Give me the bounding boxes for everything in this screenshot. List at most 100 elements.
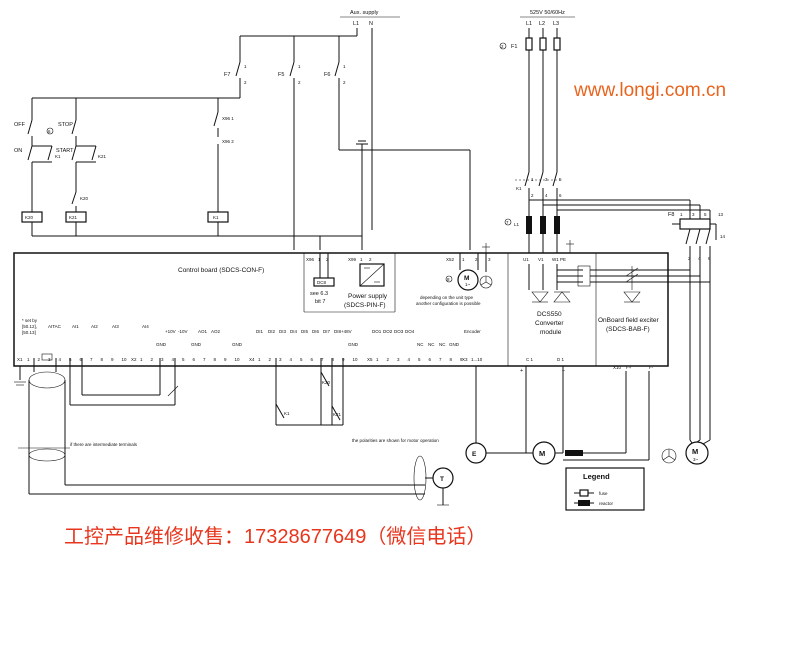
svg-text:3: 3 <box>545 177 548 182</box>
fan-motor <box>457 269 479 291</box>
motors: M M 3~ <box>525 366 711 465</box>
svg-text:4: 4 <box>545 193 548 198</box>
phase-l3-label: L3 <box>553 21 559 27</box>
terminal-number: 2 <box>38 357 41 362</box>
see-6-3-label: see 6.3 <box>310 291 328 297</box>
watermark-url[interactable]: www.longi.com.cn <box>574 80 727 101</box>
thyristor-1 <box>531 291 549 303</box>
onboard-field-exciter-sub: (SDCS-BAB-F) <box>606 326 650 333</box>
fuse-f1-label: F1 <box>511 44 517 50</box>
terminal-number: 3 <box>48 357 51 362</box>
c1-terminal-label: C 1 <box>526 357 534 362</box>
svg-text:1~: 1~ <box>465 282 471 287</box>
x96-2-label: X96 2 <box>222 139 234 144</box>
di4-label: DI4 <box>290 329 298 334</box>
gnd-label-1: GND <box>156 342 167 347</box>
svg-text:3~: 3~ <box>693 457 699 462</box>
terminal-number: 6 <box>80 357 83 362</box>
svg-text:E: E <box>472 451 477 458</box>
k1-contact-label: K1 <box>55 154 61 159</box>
di1-label: DI1 <box>256 329 264 334</box>
terminal-number: 7 <box>203 357 206 362</box>
di2-label: DI2 <box>268 329 276 334</box>
ref-7-marker: 7 <box>506 220 509 225</box>
armature-plus: + <box>520 368 523 374</box>
ao1-label: AO1 <box>198 329 208 334</box>
terminal-number: 3 <box>279 357 282 362</box>
svg-text:1: 1 <box>360 257 363 262</box>
dc8-box <box>313 277 335 287</box>
do2-label: DO2 <box>383 329 393 334</box>
svg-text:2: 2 <box>298 80 301 85</box>
terminal-number: 9 <box>111 357 114 362</box>
terminal-number: 6 <box>429 357 432 362</box>
fuse-f5-label: F5 <box>278 72 284 78</box>
terminal-v1: V1 <box>538 257 544 262</box>
svg-text:1: 1 <box>531 177 534 182</box>
di8-label: DI8 <box>334 329 342 334</box>
k21-contact-label: K21 <box>98 154 107 159</box>
control-board: Control board (SDCS-CON-F) X96 1 2 DC8 s… <box>13 243 710 374</box>
k20-di-contact: K20 <box>322 380 331 385</box>
di5-label: DI5 <box>301 329 309 334</box>
shield-ellipse-bottom <box>28 448 66 462</box>
reactor-l1-label: L1 <box>514 222 520 227</box>
terminal-number: 7 <box>90 357 93 362</box>
svg-text:2: 2 <box>244 80 247 85</box>
ref-2-marker <box>499 42 507 50</box>
legend-reactor-symbol <box>578 500 590 506</box>
di6-label: DI6 <box>312 329 320 334</box>
set-by-note-1: * set by <box>22 318 38 323</box>
fuse-f8-label: F8 <box>668 212 674 218</box>
svg-text:3: 3 <box>488 257 491 262</box>
fuse-f6-label: F6 <box>324 72 330 78</box>
legend-title: Legend <box>583 472 610 481</box>
svg-text:DC8: DC8 <box>317 280 326 285</box>
terminal-number: 9 <box>224 357 227 362</box>
svg-text:5: 5 <box>704 212 707 217</box>
terminal-number: 8 <box>450 357 453 362</box>
terminal-w1-pe: W1 PE <box>552 257 566 262</box>
x4-connector-label: X4 <box>249 357 255 362</box>
k1-di-contact: K1 <box>284 411 290 416</box>
terminal-number: 1 <box>376 357 379 362</box>
psu-subtitle: (SDCS-PIN-F) <box>344 302 386 309</box>
aux-supply-label: Aux. supply <box>350 10 379 16</box>
terminal-number: 10 <box>353 357 359 362</box>
svg-text:M: M <box>692 447 698 456</box>
terminal-number: 4 <box>290 357 293 362</box>
minus10v-label: -10V <box>178 329 188 334</box>
shield-ellipse-top <box>28 371 66 389</box>
do4-label: DO4 <box>405 329 415 334</box>
terminal-number: 2 <box>151 357 154 362</box>
terminal-number: 5 <box>300 357 303 362</box>
field-winding <box>565 450 583 456</box>
control-circuit: OFF 6 STOP ON K1 START K21 K20 K20 K21 X… <box>14 98 368 250</box>
ai3-label: AI3 <box>112 324 119 329</box>
main-supply: 525V 50/60Hz L1 L2 L3 2 F1 <box>499 10 575 172</box>
fan-note-line2: another configuration is possible <box>416 301 481 306</box>
encoder-label: Encoder <box>464 329 481 334</box>
fuse-f1-l3 <box>553 37 561 51</box>
gnd-label-3: GND <box>232 342 243 347</box>
nc-label-2: NC <box>428 342 435 347</box>
x1-connector-label: X1 <box>17 357 23 362</box>
thyristor-2 <box>553 291 571 303</box>
legend: Legend fuse reactor <box>565 467 645 511</box>
terminal-number: 4 <box>172 357 175 362</box>
legend-fuse-label: fuse <box>599 491 608 496</box>
k1-main-label: K1 <box>516 186 522 191</box>
tacho-resistor <box>41 353 53 361</box>
terminal-number: 6 <box>193 357 196 362</box>
svg-text:K21: K21 <box>69 215 78 220</box>
svg-text:T: T <box>440 476 444 483</box>
fuse-f1-l1 <box>525 37 533 51</box>
fuse-group: F7 1 2 F5 1 2 F6 1 2 <box>32 61 471 250</box>
legend-reactor-label: reactor <box>599 501 614 506</box>
svg-text:5: 5 <box>559 177 562 182</box>
fuse-f1-l2 <box>539 37 547 51</box>
ref-8-marker: 8 <box>447 277 450 282</box>
svg-text:M: M <box>539 449 545 458</box>
terminal-number: 8 <box>101 357 104 362</box>
terminal-number: 4 <box>408 357 411 362</box>
